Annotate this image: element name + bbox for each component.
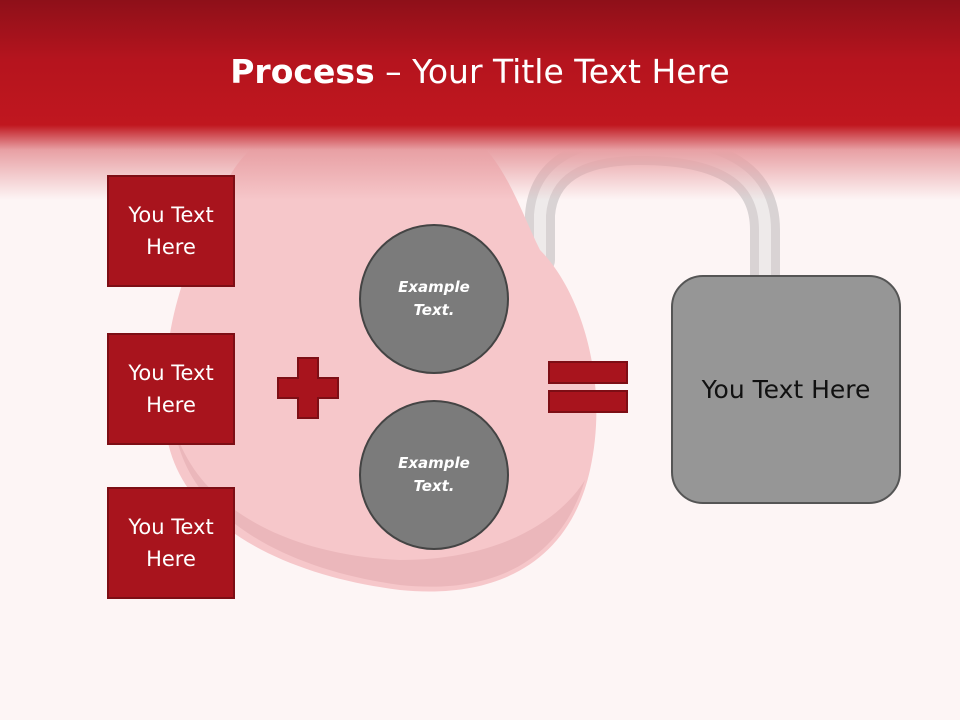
text-box-3[interactable]: You Text Here — [107, 487, 235, 599]
text-box-label: You Text Here — [128, 361, 214, 417]
page-title: Process – Your Title Text Here — [0, 52, 960, 91]
example-circle-1[interactable]: Example Text. — [359, 224, 509, 374]
equals-icon — [548, 361, 630, 419]
circle-label: Example Text. — [398, 278, 470, 319]
text-box-1[interactable]: You Text Here — [107, 175, 235, 287]
header-bar — [0, 0, 960, 200]
circle-label: Example Text. — [398, 454, 470, 495]
text-box-2[interactable]: You Text Here — [107, 333, 235, 445]
text-box-label: You Text Here — [128, 515, 214, 571]
result-box[interactable]: You Text Here — [671, 275, 901, 504]
example-circle-2[interactable]: Example Text. — [359, 400, 509, 550]
result-label: You Text Here — [701, 375, 871, 404]
plus-icon — [276, 356, 340, 424]
text-box-label: You Text Here — [128, 203, 214, 259]
title-rest: – Your Title Text Here — [374, 52, 730, 91]
title-bold: Process — [230, 52, 375, 91]
